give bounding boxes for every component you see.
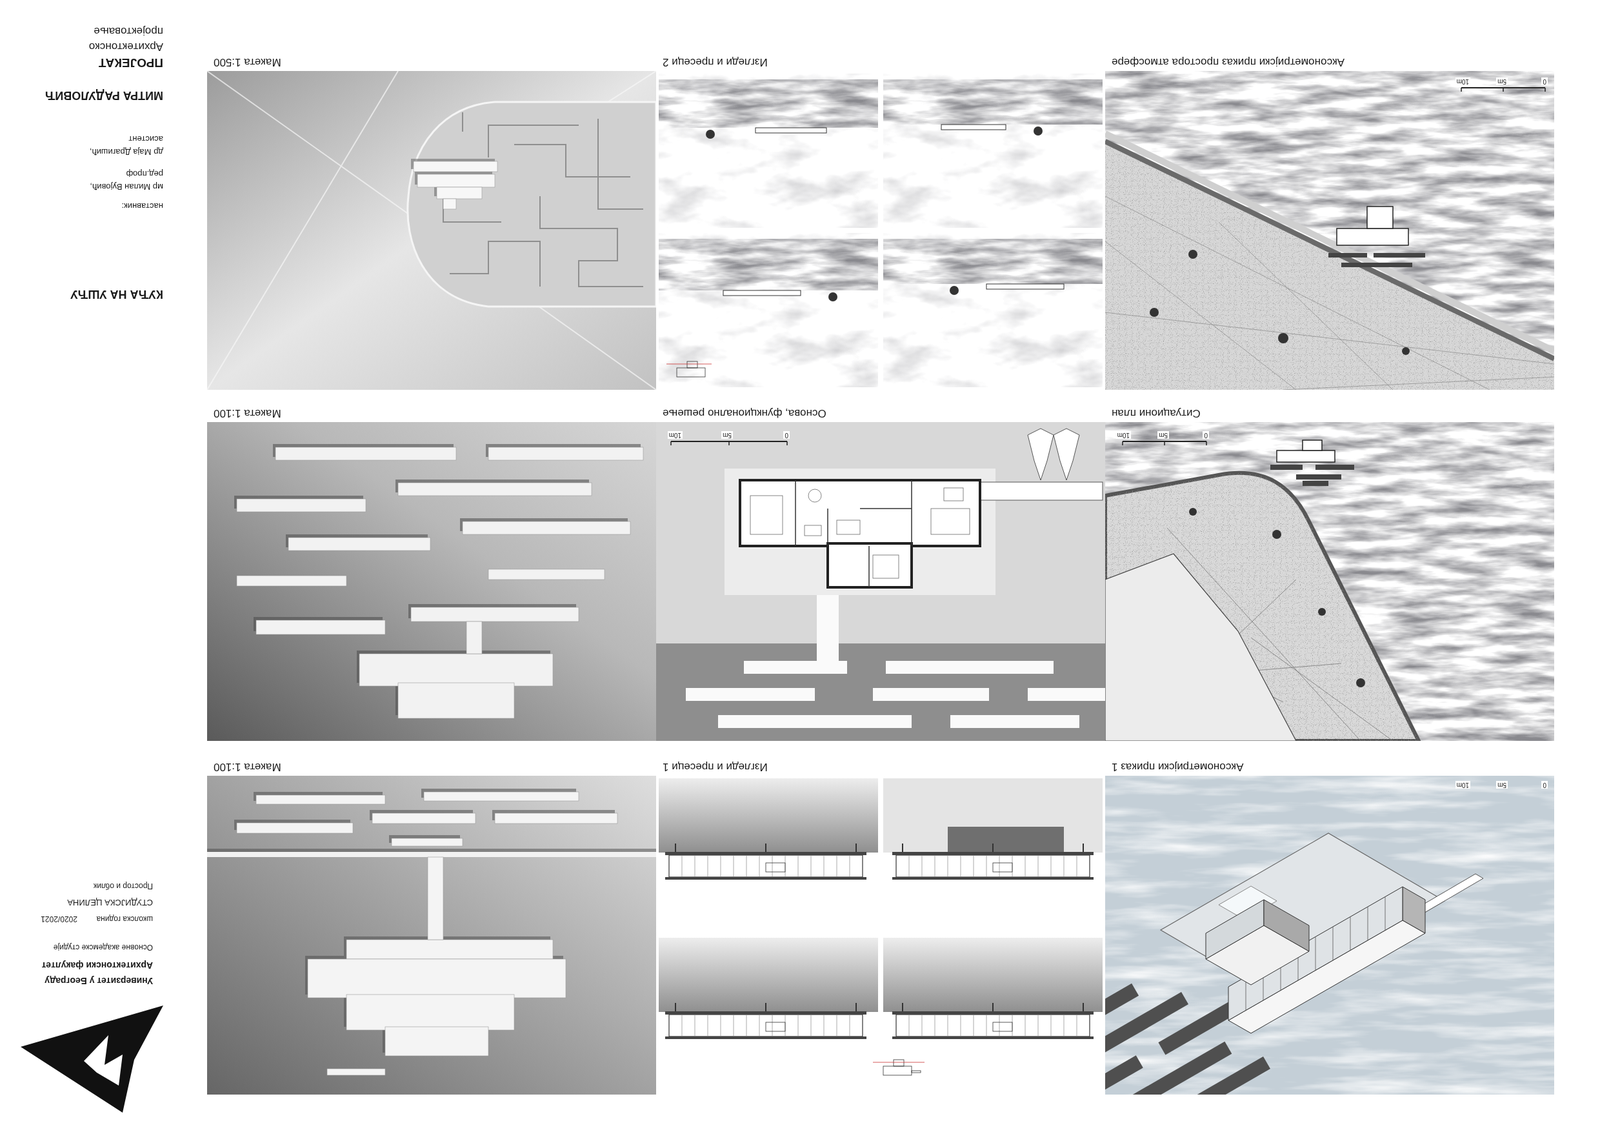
drawing-panel: Макета 1:500 <box>207 55 657 390</box>
sidebar-text: СТУДИЈСКА ЦЕЛИНА <box>67 896 153 907</box>
sidebar-text: 2020/2021 <box>40 913 78 923</box>
sidebar-text: ред.проф <box>125 168 164 179</box>
scale-label: 10m <box>667 431 683 440</box>
panel-title: Аксонометријски приказ 1 <box>1111 760 1244 773</box>
sidebar-text: Архитектонско <box>89 40 164 53</box>
panel-title: Макета 1:100 <box>213 760 282 773</box>
sidebar-text: асистент <box>128 133 164 144</box>
scale-label: 10m <box>1116 431 1131 440</box>
scale-label: 5m <box>1496 781 1508 790</box>
panel-title: Макета 1:500 <box>213 55 282 69</box>
drawing-panel: Изгледи и пресеци 1 <box>656 760 1106 1095</box>
sidebar-text: ПРОЈЕКАТ <box>98 55 164 70</box>
faculty-logo <box>20 1005 164 1113</box>
scale-label: 0 <box>1541 78 1548 86</box>
scale-label: 0 <box>1202 431 1210 440</box>
sidebar-text: школска година <box>96 913 153 923</box>
drawing-panel: Макета 1:100 <box>207 760 657 1095</box>
panel-title: Макета 1:100 <box>213 406 282 420</box>
scale-label: 10m <box>1455 78 1471 86</box>
panel-title: Аксонометријски приказ простора атмосфер… <box>1111 55 1345 69</box>
sidebar-text: пројектовање <box>93 24 164 38</box>
drawing-panel: Макета 1:100 <box>207 406 657 741</box>
scale-label: 0 <box>1541 781 1548 790</box>
drawing-panel: Изгледи и пресеци 2 <box>656 55 1106 390</box>
scale-label: 5m <box>1496 78 1508 86</box>
scale-label: 5m <box>721 431 733 440</box>
drawing-panel: Ситуациони план <box>1105 406 1555 741</box>
drawing-panel: Аксонометријски приказ 1 <box>1105 760 1555 1095</box>
sidebar-text: мр Милан Вујовић, <box>89 181 164 191</box>
drawing-panel: Аксонометријски приказ простора атмосфер… <box>1105 55 1555 390</box>
sidebar-text: Универзитет у Београду <box>44 975 153 986</box>
drawing-panel: Основа, функционално решење <box>656 406 1106 741</box>
scale-label: 10m <box>1455 781 1471 790</box>
panel-title: Изгледи и пресеци 2 <box>662 55 768 69</box>
sidebar-text: МИТРА РАДУЛОВИЋ <box>45 88 164 102</box>
project-title: КУЋА НА УШЋУ <box>70 287 164 301</box>
scale-label: 5m <box>1157 431 1170 440</box>
panel-title: Ситуациони план <box>1111 406 1201 420</box>
sidebar-text: Основне академске студије <box>53 941 153 951</box>
panel-title: Изгледи и пресеци 1 <box>662 760 768 773</box>
sidebar-text: наставник: <box>121 200 164 211</box>
panel-title: Основа, функционално решење <box>662 406 827 420</box>
sidebar-text: Простор и облик <box>93 880 153 890</box>
scale-label: 0 <box>783 431 790 440</box>
sidebar-text: Архитектонски факултет <box>41 960 153 971</box>
sidebar-text: др Маја Драгишић, <box>89 146 164 157</box>
